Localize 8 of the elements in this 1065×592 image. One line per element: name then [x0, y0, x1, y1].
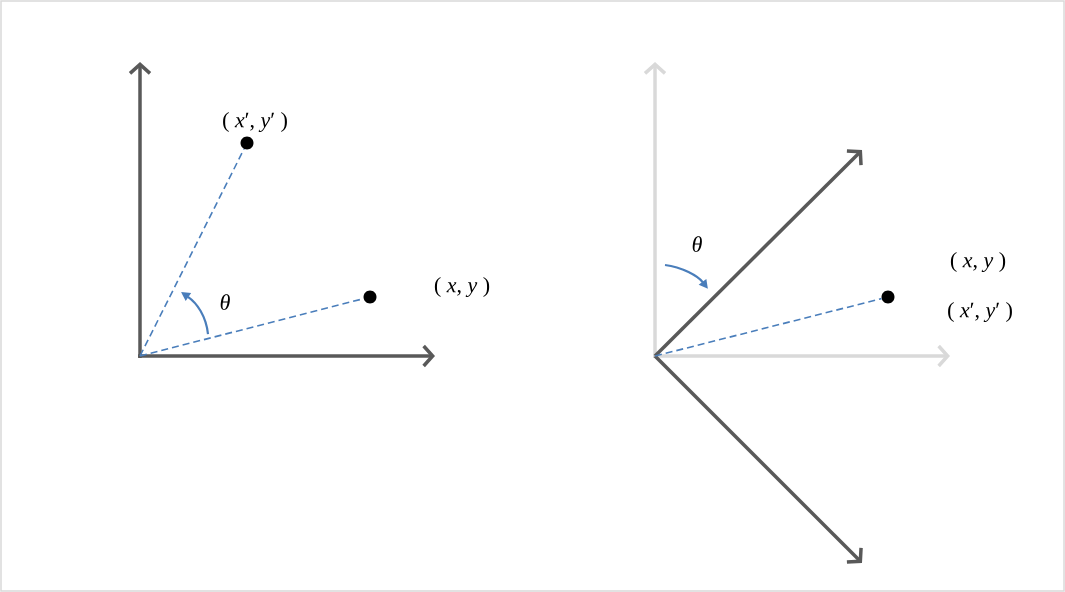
- coordinate-label: ( x, y ): [950, 252, 1006, 272]
- coordinate-label: ( x′, y′ ): [223, 112, 287, 132]
- angle-label: θ: [220, 294, 230, 310]
- dashed-line: [654, 297, 883, 357]
- coordinate-label: ( x, y ): [434, 277, 490, 297]
- angle-label: θ: [692, 236, 702, 252]
- coordinate-label: ( x′, y′ ): [948, 302, 1012, 322]
- dashed-line: [139, 148, 245, 357]
